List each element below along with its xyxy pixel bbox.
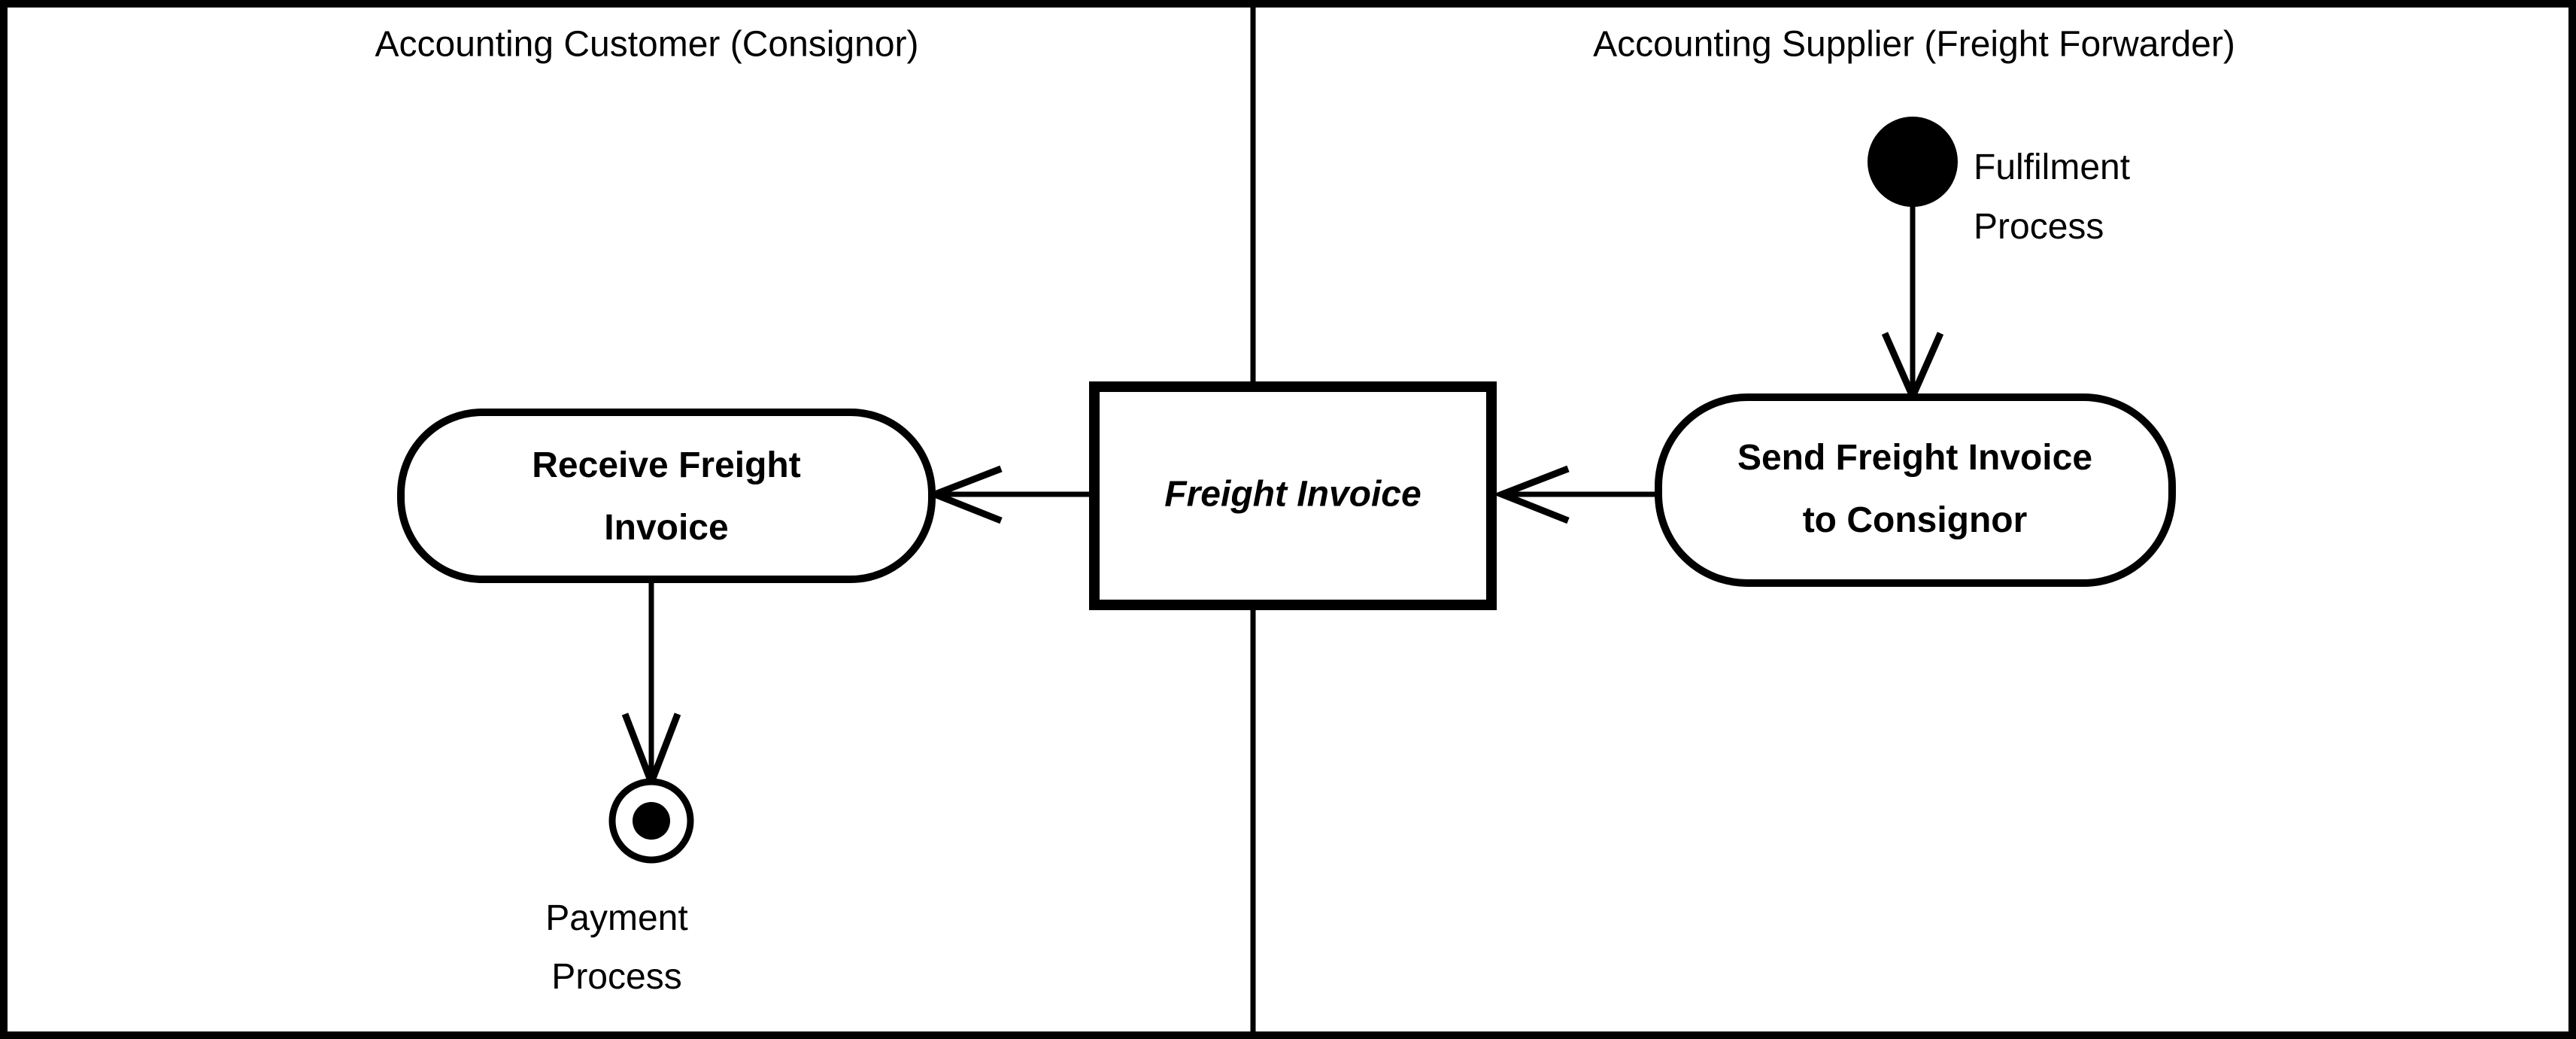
action-node-send-label-line1: Send Freight Invoice (1737, 438, 2092, 478)
flow-arrowhead-send-to-object (1492, 465, 1570, 524)
object-node-freight-invoice-label: Freight Invoice (1164, 475, 1421, 515)
final-node-inner-dot (633, 802, 670, 840)
initial-node-icon (1868, 117, 1958, 207)
action-node-send-label-line2: to Consignor (1803, 500, 2028, 540)
initial-node-annotation-line2: Process (1974, 207, 2104, 247)
action-node-send-freight-invoice[interactable] (1655, 393, 2176, 587)
action-node-receive-label-line1: Receive Freight (532, 445, 800, 485)
action-node-receive-label-line2: Invoice (604, 508, 728, 548)
action-node-receive-freight-invoice[interactable] (397, 409, 936, 583)
partition-title-forwarder: Accounting Supplier (Freight Forwarder) (1593, 25, 2235, 65)
final-node-annotation-line1: Payment (545, 898, 687, 938)
object-node-freight-invoice[interactable] (1089, 381, 1497, 610)
partition-title-consignor: Accounting Customer (Consignor) (375, 25, 919, 65)
final-node-annotation-line2: Process (551, 957, 681, 997)
initial-node-annotation-line1: Fulfilment (1974, 147, 2130, 187)
